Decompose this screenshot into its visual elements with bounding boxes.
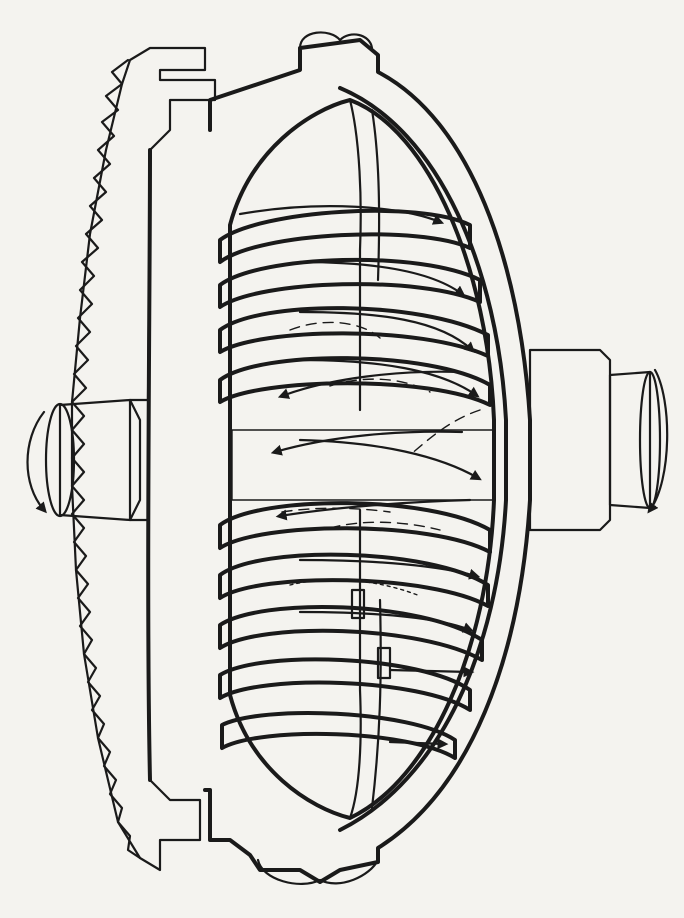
flow-dashed-2: [329, 378, 431, 393]
vane-upper-4: [218, 356, 492, 407]
flow-arrow-9: [298, 558, 481, 580]
housing-top-lug: [298, 31, 374, 50]
flywheel-face: [146, 148, 152, 782]
strut-upper: [348, 98, 362, 412]
housing-shell: [203, 38, 532, 884]
fluid-flow-arrows: [238, 205, 482, 750]
input-rotation-arrow: [26, 410, 47, 514]
core-shaft: [231, 429, 495, 501]
vane-lower-5: [220, 711, 457, 760]
strut-block-2: [376, 646, 392, 680]
output-shaft-hub: [528, 348, 612, 532]
flow-dashed-5: [289, 579, 421, 597]
flow-arrow-1: [238, 205, 445, 225]
outer-housing: [203, 31, 532, 885]
strut-upper-b: [370, 108, 381, 282]
vane-lower-2: [218, 552, 490, 608]
flow-dashed-3: [409, 409, 481, 456]
flow-arrow-6: [270, 430, 464, 456]
flow-arrow-11: [388, 666, 475, 678]
strut-lower-b: [370, 598, 382, 810]
housing-bottom-boss: [256, 858, 380, 885]
flow-dashed-4: [329, 521, 441, 531]
flow-dashed-1: [289, 321, 381, 339]
vane-upper-1: [218, 208, 472, 264]
input-shaft-end: [44, 402, 76, 518]
flow-arrow-2: [298, 260, 466, 297]
vane-lower-4: [218, 657, 472, 712]
strut-lower: [348, 508, 362, 820]
flow-arrow-3: [298, 310, 476, 354]
vane-lower-3: [218, 605, 484, 662]
flow-arrow-5: [298, 358, 480, 398]
impeller-vanes: [218, 208, 492, 760]
flow-arrow-10: [298, 610, 475, 633]
flow-arrow-8: [275, 498, 472, 521]
vane-lower-1: [218, 501, 492, 554]
flow-arrow-7: [298, 438, 482, 481]
output-shaft: [528, 348, 669, 532]
flywheel-body: [70, 46, 217, 872]
housing-inner-wall: [338, 86, 508, 832]
output-rotation-arrow: [647, 368, 669, 514]
flow-dashed-6: [281, 507, 391, 513]
vane-upper-2: [218, 257, 482, 309]
flow-arrow-12: [388, 738, 449, 750]
vane-upper-3: [218, 306, 490, 358]
flow-arrow-4: [277, 370, 462, 399]
output-shaft-body: [608, 370, 652, 510]
strut-block-1: [350, 588, 366, 620]
flywheel-ring-gear: [70, 46, 217, 872]
input-shaft: [26, 398, 142, 522]
turbine-vanes: [348, 98, 392, 820]
